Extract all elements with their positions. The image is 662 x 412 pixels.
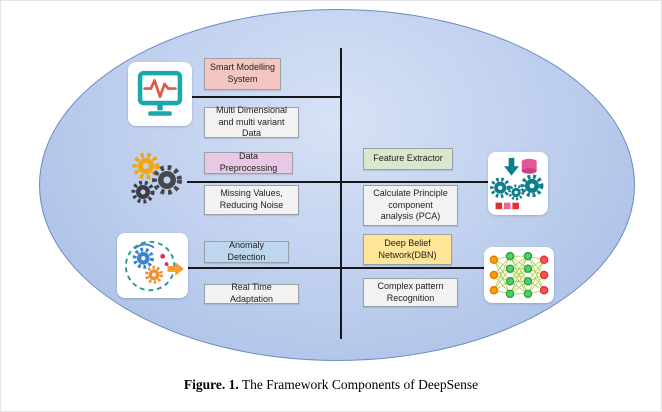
connector-anomaly-dbn (188, 267, 484, 269)
box-label: Feature Extractor (373, 153, 443, 164)
box-deep-belief-network: Deep Belief Network(DBN) (363, 234, 452, 265)
trunk-line (340, 48, 342, 339)
box-multi-dimensional-data: Multi Dimensional and multi variant Data (204, 104, 299, 139)
box-smart-modelling-system: Smart Modelling System (204, 58, 281, 90)
box-pca: Calculate Principle component analysis (… (363, 185, 458, 226)
box-label: Complex pattern Recognition (377, 280, 444, 303)
box-label: Deep Belief Network(DBN) (378, 237, 437, 260)
data-mining-icon (488, 152, 548, 215)
box-missing-values: Missing Values, Reducing Noise (204, 185, 299, 215)
box-feature-extractor: Feature Extractor (363, 148, 453, 170)
connector-smart-modelling (191, 96, 341, 98)
box-label: Anomaly Detection (227, 240, 266, 262)
anomaly-gears-icon (117, 233, 188, 298)
monitor-pulse-icon (128, 62, 192, 126)
box-data-preprocessing: Data Preprocessing (204, 151, 293, 174)
box-label: Multi Dimensional and multi variant Data (215, 104, 288, 139)
box-label: Data Preprocessing (219, 151, 278, 173)
figure-caption-label: Figure. 1. (183, 377, 239, 392)
box-real-time-adaptation: Real Time Adaptation (204, 282, 299, 304)
connector-preprocessing-feature (187, 181, 488, 183)
box-label: Smart Modelling System (209, 62, 276, 84)
gears-icon (127, 151, 187, 207)
box-label: Missing Values, Reducing Noise (219, 188, 284, 210)
box-label: Calculate Principle component analysis (… (373, 187, 448, 222)
box-anomaly-detection: Anomaly Detection (204, 240, 289, 263)
box-complex-pattern-recognition: Complex pattern Recognition (363, 278, 458, 307)
figure-caption-title: The Framework Components of DeepSense (238, 377, 479, 392)
box-label: Real Time Adaptation (229, 282, 274, 304)
figure-caption: Figure. 1. The Framework Components of D… (1, 377, 661, 393)
neural-network-icon (484, 247, 554, 303)
